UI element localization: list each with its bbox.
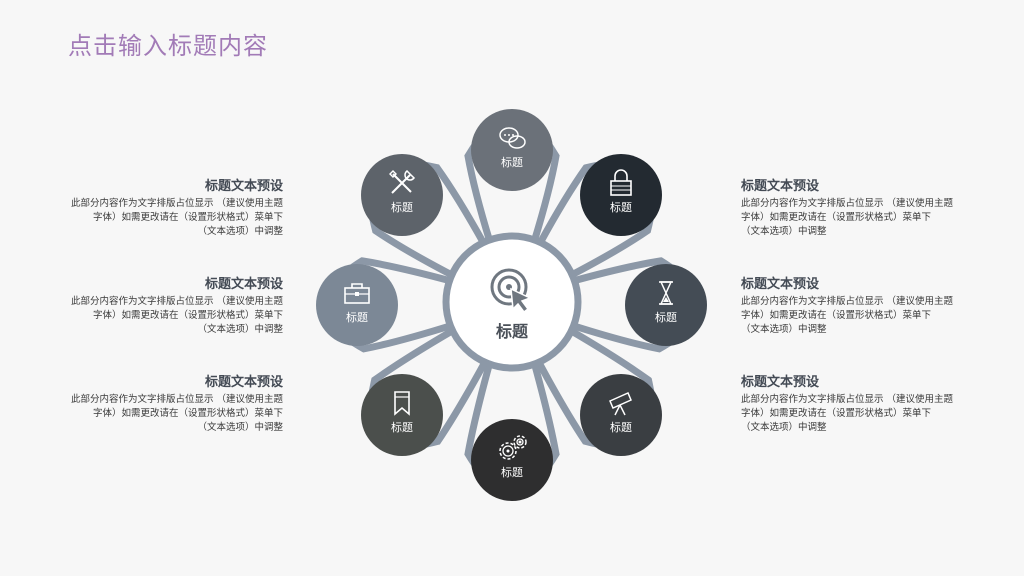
tools-icon (389, 170, 415, 194)
text-block-line: 字体）如需更改请在（设置形状格式）菜单下 (92, 310, 283, 321)
node-label: 标题 (501, 155, 523, 169)
text-block-line: 字体）如需更改请在（设置形状格式）菜单下 (741, 310, 932, 321)
node-5[interactable]: 标题 (471, 419, 553, 501)
text-block-line: 此部分内容作为文字排版占位显示 （建议使用主题 (741, 198, 954, 209)
text-block-right-3[interactable]: 标题文本预设 此部分内容作为文字排版占位显示 （建议使用主题 字体）如需更改请在… (741, 371, 981, 435)
node-8[interactable]: 标题 (361, 154, 443, 236)
text-block-heading: 标题文本预设 (204, 179, 283, 194)
node-label: 标题 (610, 200, 632, 214)
gears-icon (499, 435, 527, 460)
node-label: 标题 (501, 465, 523, 479)
node-1[interactable]: 标题 (471, 109, 553, 191)
text-block-line: 此部分内容作为文字排版占位显示 （建议使用主题 (741, 296, 954, 307)
text-block-left-2[interactable]: 标题文本预设 此部分内容作为文字排版占位显示 （建议使用主题 字体）如需更改请在… (43, 273, 283, 337)
node-circle (361, 154, 443, 236)
node-7[interactable]: 标题 (316, 264, 398, 346)
node-label: 标题 (346, 310, 368, 324)
text-block-left-1[interactable]: 标题文本预设 此部分内容作为文字排版占位显示 （建议使用主题 字体）如需更改请在… (43, 175, 283, 239)
text-block-line: 此部分内容作为文字排版占位显示 （建议使用主题 (70, 198, 283, 209)
text-block-heading: 标题文本预设 (204, 375, 283, 390)
center-label: 标题 (495, 322, 529, 341)
text-block-line: （文本选项）中调整 (741, 422, 827, 433)
text-block-line: 此部分内容作为文字排版占位显示 （建议使用主题 (741, 394, 954, 405)
node-4[interactable]: 标题 (580, 374, 662, 456)
hourglass-icon (659, 281, 673, 305)
node-circle (625, 264, 707, 346)
text-block-line: （文本选项）中调整 (197, 226, 283, 237)
node-label: 标题 (610, 420, 632, 434)
text-block-line: （文本选项）中调整 (197, 324, 283, 335)
bookmark-icon (394, 391, 410, 416)
telescope-icon (609, 392, 632, 416)
node-circle (471, 109, 553, 191)
text-block-heading: 标题文本预设 (741, 179, 820, 194)
chat-bubbles-icon (499, 127, 526, 149)
text-block-line: 字体）如需更改请在（设置形状格式）菜单下 (741, 408, 932, 419)
node-circle (361, 374, 443, 456)
text-block-heading: 标题文本预设 (741, 277, 820, 292)
text-block-left-3[interactable]: 标题文本预设 此部分内容作为文字排版占位显示 （建议使用主题 字体）如需更改请在… (43, 371, 283, 435)
node-label: 标题 (391, 200, 413, 214)
node-2[interactable]: 标题 (580, 154, 662, 236)
slide-title[interactable]: 点击输入标题内容 (68, 32, 268, 60)
text-block-line: 字体）如需更改请在（设置形状格式）菜单下 (741, 212, 932, 223)
text-block-right-1[interactable]: 标题文本预设 此部分内容作为文字排版占位显示 （建议使用主题 字体）如需更改请在… (741, 175, 981, 239)
node-circle (316, 264, 398, 346)
text-block-line: （文本选项）中调整 (741, 324, 827, 335)
text-block-heading: 标题文本预设 (204, 277, 283, 292)
node-6[interactable]: 标题 (361, 374, 443, 456)
text-block-right-2[interactable]: 标题文本预设 此部分内容作为文字排版占位显示 （建议使用主题 字体）如需更改请在… (741, 273, 981, 337)
node-label: 标题 (391, 420, 413, 434)
toolbox-icon (344, 283, 370, 304)
text-block-line: 字体）如需更改请在（设置形状格式）菜单下 (92, 212, 283, 223)
text-block-line: （文本选项）中调整 (741, 226, 827, 237)
text-block-line: （文本选项）中调整 (197, 422, 283, 433)
text-block-line: 此部分内容作为文字排版占位显示 （建议使用主题 (70, 296, 283, 307)
text-block-line: 字体）如需更改请在（设置形状格式）菜单下 (92, 408, 283, 419)
target-cursor-icon (490, 268, 532, 314)
node-label: 标题 (655, 310, 677, 324)
node-circle (471, 419, 553, 501)
text-block-heading: 标题文本预设 (741, 375, 820, 390)
node-3[interactable]: 标题 (625, 264, 707, 346)
text-block-line: 此部分内容作为文字排版占位显示 （建议使用主题 (70, 394, 283, 405)
lock-icon (610, 169, 632, 196)
node-circle (580, 374, 662, 456)
